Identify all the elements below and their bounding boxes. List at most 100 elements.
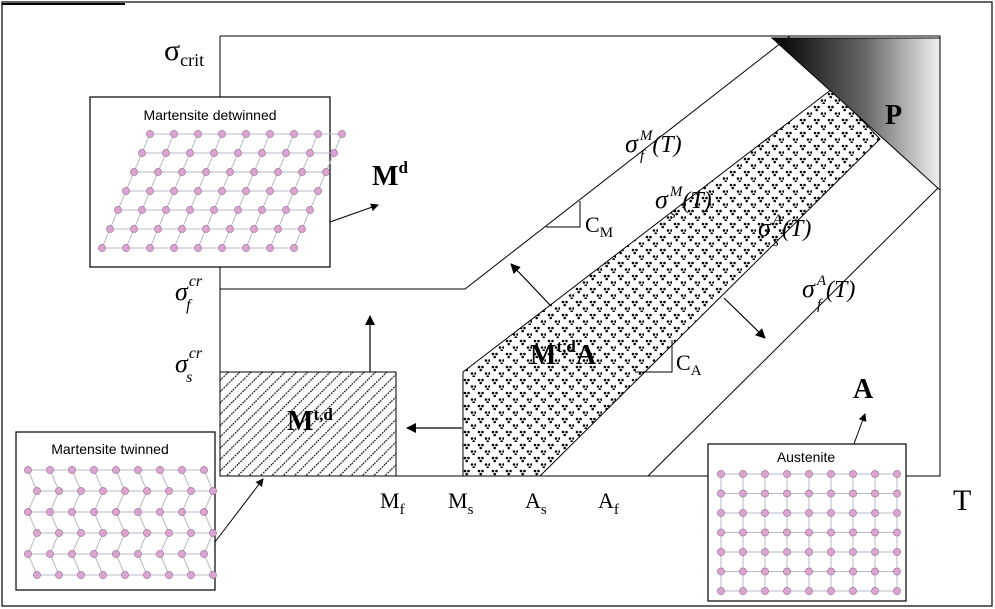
atom (805, 509, 812, 516)
atom (761, 587, 768, 594)
atom (827, 587, 834, 594)
atom (170, 244, 177, 251)
atom (202, 168, 209, 175)
atom (114, 206, 121, 213)
atom (282, 149, 289, 156)
atom (322, 168, 329, 175)
atom (893, 470, 900, 477)
atom (46, 550, 53, 557)
atom (210, 149, 217, 156)
atom (162, 149, 169, 156)
atom (55, 487, 62, 494)
atom (783, 548, 790, 555)
atom (186, 149, 193, 156)
atom (156, 466, 163, 473)
atom (154, 168, 161, 175)
atom (99, 571, 106, 578)
atom (138, 149, 145, 156)
atom (68, 466, 75, 473)
atom (121, 487, 128, 494)
atom (893, 548, 900, 555)
atom (226, 168, 233, 175)
atom (122, 187, 129, 194)
atom (827, 568, 834, 575)
atom (33, 529, 40, 536)
atom (827, 548, 834, 555)
label-ms: Ms (448, 488, 474, 518)
atom (266, 187, 273, 194)
atom (24, 466, 31, 473)
atom (194, 187, 201, 194)
atom (871, 509, 878, 516)
atom (194, 244, 201, 251)
atom (138, 206, 145, 213)
label-as: As (525, 488, 547, 518)
atom (146, 244, 153, 251)
atom (849, 529, 856, 536)
atom (143, 487, 150, 494)
atom (849, 509, 856, 516)
atom (761, 529, 768, 536)
atom (99, 487, 106, 494)
atom (143, 571, 150, 578)
atom (99, 529, 106, 536)
atom (130, 168, 137, 175)
atom (849, 470, 856, 477)
cm-slope-marker (546, 201, 580, 227)
atom (178, 466, 185, 473)
atom (893, 568, 900, 575)
atom (849, 548, 856, 555)
atom (761, 509, 768, 516)
atom (290, 130, 297, 137)
atom (739, 568, 746, 575)
atom (218, 244, 225, 251)
atom (739, 509, 746, 516)
atom (156, 550, 163, 557)
atom (122, 244, 129, 251)
atom (827, 509, 834, 516)
atom (121, 571, 128, 578)
atom (314, 187, 321, 194)
atom (46, 466, 53, 473)
atom (250, 168, 257, 175)
atom (717, 548, 724, 555)
atom (90, 550, 97, 557)
atom (165, 529, 172, 536)
atom (98, 244, 105, 251)
atom (68, 550, 75, 557)
atom (805, 587, 812, 594)
atom (827, 490, 834, 497)
atom (871, 529, 878, 536)
atom (106, 225, 113, 232)
label-af: Af (598, 488, 619, 518)
atom (783, 529, 790, 536)
atom (178, 508, 185, 515)
atom (156, 508, 163, 515)
atom (24, 550, 31, 557)
atom (200, 466, 207, 473)
atom (242, 187, 249, 194)
atom (162, 206, 169, 213)
atom (55, 529, 62, 536)
atom (783, 470, 790, 477)
atom (893, 490, 900, 497)
atom (871, 568, 878, 575)
atom (717, 470, 724, 477)
atom (90, 508, 97, 515)
atom (717, 568, 724, 575)
atom (170, 187, 177, 194)
atom (178, 225, 185, 232)
label-sigma-crit: σcrit (164, 34, 204, 70)
atom (134, 550, 141, 557)
atom (90, 466, 97, 473)
label-cm: CM (585, 212, 613, 241)
atom (200, 508, 207, 515)
label-mf: Mf (380, 488, 405, 518)
atom (849, 490, 856, 497)
atom (298, 225, 305, 232)
atom (893, 509, 900, 516)
atom (187, 529, 194, 536)
inset-austenite: Austenite (708, 444, 906, 601)
